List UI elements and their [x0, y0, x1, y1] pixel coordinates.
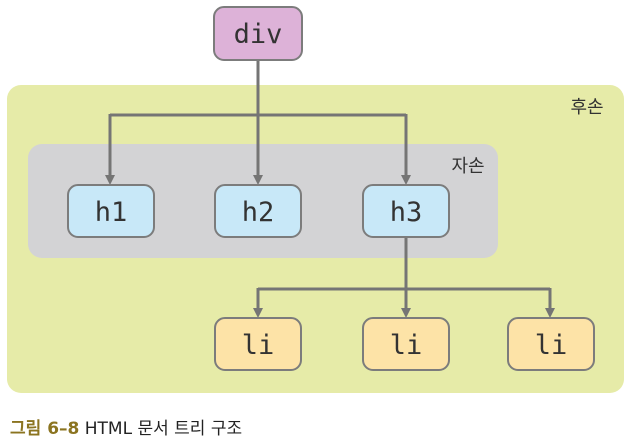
document-tree-diagram: 후손 자손 div h1 h2 h3 li	[7, 6, 624, 393]
figure-number: 그림 6–8	[10, 419, 80, 439]
node-h3: h3	[362, 184, 450, 238]
node-h2-box	[214, 184, 302, 238]
node-li-2-box	[362, 317, 450, 371]
node-div-label: div	[234, 19, 283, 50]
h3-to-li-connectors	[253, 237, 555, 318]
node-li-3-label: li	[535, 330, 568, 361]
node-li-1-label: li	[242, 330, 275, 361]
node-li-3: li	[507, 317, 595, 371]
descendants-label: 후손	[570, 97, 603, 118]
node-h2: h2	[214, 184, 302, 238]
node-h2-label: h2	[242, 197, 275, 228]
children-label: 자손	[451, 156, 484, 177]
node-li-2-label: li	[390, 330, 423, 361]
figure-caption: 그림 6–8 HTML 문서 트리 구조	[10, 414, 242, 439]
figure-title: HTML 문서 트리 구조	[84, 419, 243, 439]
node-h3-label: h3	[390, 197, 423, 228]
node-li-3-box	[507, 317, 595, 371]
node-h1-label: h1	[95, 197, 128, 228]
node-li-1-box	[214, 317, 302, 371]
node-h1-box	[67, 184, 155, 238]
node-li-1: li	[214, 317, 302, 371]
node-h3-box	[362, 184, 450, 238]
node-li-2: li	[362, 317, 450, 371]
node-div-box	[213, 6, 303, 61]
node-div: div	[213, 6, 303, 61]
root-to-children-connectors	[105, 60, 411, 185]
node-h1: h1	[67, 184, 155, 238]
